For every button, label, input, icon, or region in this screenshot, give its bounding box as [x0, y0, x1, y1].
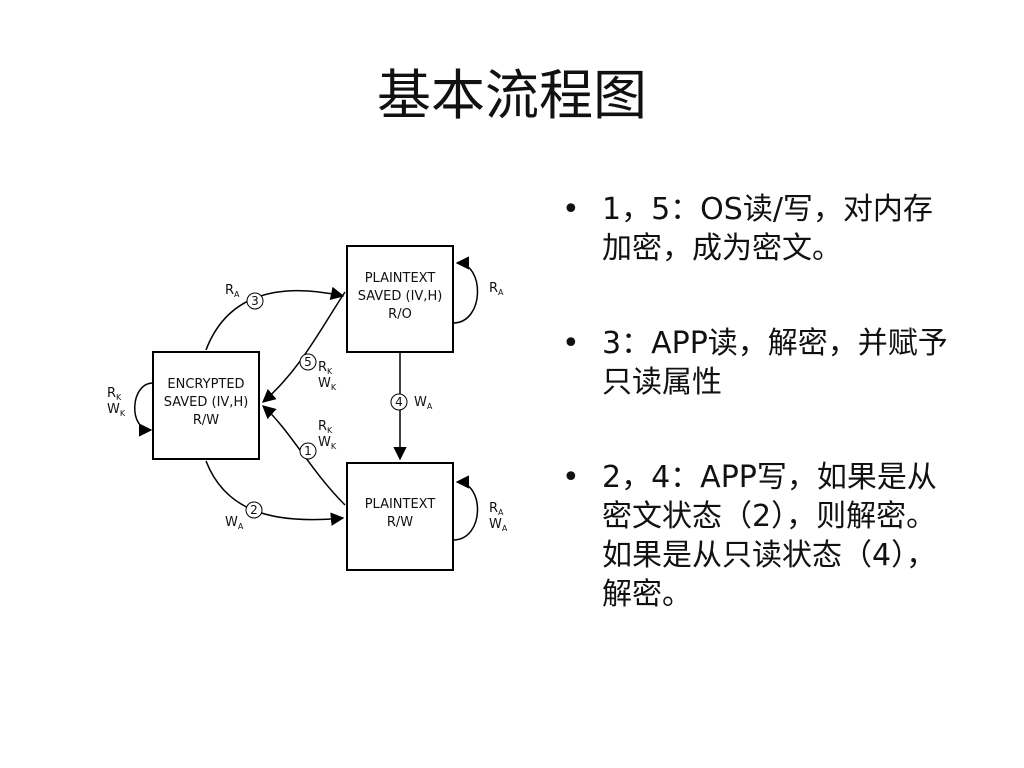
circle-2-text: 2: [250, 503, 258, 517]
label-wk-loop-encrypted: WK: [107, 402, 126, 418]
plaintext-rw-line2: R/W: [387, 515, 413, 530]
circle-2: [245, 501, 263, 519]
plaintext-saved-line3: R/O: [388, 307, 412, 322]
label-rk-loop-encrypted: RK: [107, 386, 122, 402]
circle-1: [299, 442, 317, 460]
bullet-list: 1，5：OS读/写，对内存加密，成为密文。 3：APP读，解密，并赋予只读属性 …: [560, 190, 960, 670]
arrow-2: [205, 460, 345, 526]
circle-5-text: 5: [304, 355, 312, 369]
label-wa-loop-rw: WA: [489, 517, 508, 533]
circle-3-text: 3: [251, 294, 259, 308]
encrypted-state-box: [152, 351, 260, 460]
plaintext-rw-state-box: [346, 462, 454, 571]
plaintext-saved-state-box: [346, 245, 454, 353]
label-ra-3: RA: [225, 283, 240, 299]
circle-3: [246, 292, 264, 310]
circle-1-text: 1: [304, 444, 312, 458]
label-rk-5: RK: [318, 360, 333, 376]
plaintext-saved-line2: SAVED (IV,H): [358, 289, 443, 304]
arrow-3: [205, 286, 345, 351]
plaintext-rw-line1: PLAINTEXT: [365, 497, 436, 512]
circle-4-text: 4: [395, 395, 403, 409]
bullet-item-2: 3：APP读，解密，并赋予只读属性: [560, 324, 960, 402]
encrypted-box-line2: SAVED (IV,H): [164, 395, 249, 410]
label-ra-loop-rw: RA: [489, 501, 504, 517]
encrypted-box-line3: R/W: [193, 413, 219, 428]
loop-encrypted: [134, 382, 154, 437]
arrow-5: [261, 291, 346, 403]
slide-title: 基本流程图: [377, 64, 647, 127]
encrypted-box-line1: ENCRYPTED: [167, 377, 244, 392]
circle-5: [299, 353, 317, 371]
label-wa-4: WA: [414, 395, 433, 411]
label-ra-loop-saved: RA: [489, 281, 504, 297]
label-wk-5: WK: [318, 376, 337, 392]
bullet-item-1: 1，5：OS读/写，对内存加密，成为密文。: [560, 190, 960, 268]
bullet-item-3: 2，4：APP写，如果是从密文状态（2），则解密。如果是从只读状态（4），解密。: [560, 458, 960, 614]
loop-plaintext-rw: [452, 475, 479, 541]
label-wk-1: WK: [318, 435, 337, 451]
circle-4: [390, 393, 408, 411]
label-rk-1: RK: [318, 419, 333, 435]
label-wa-2: WA: [225, 515, 244, 531]
loop-plaintext-saved: [452, 256, 479, 324]
plaintext-saved-line1: PLAINTEXT: [365, 271, 436, 286]
